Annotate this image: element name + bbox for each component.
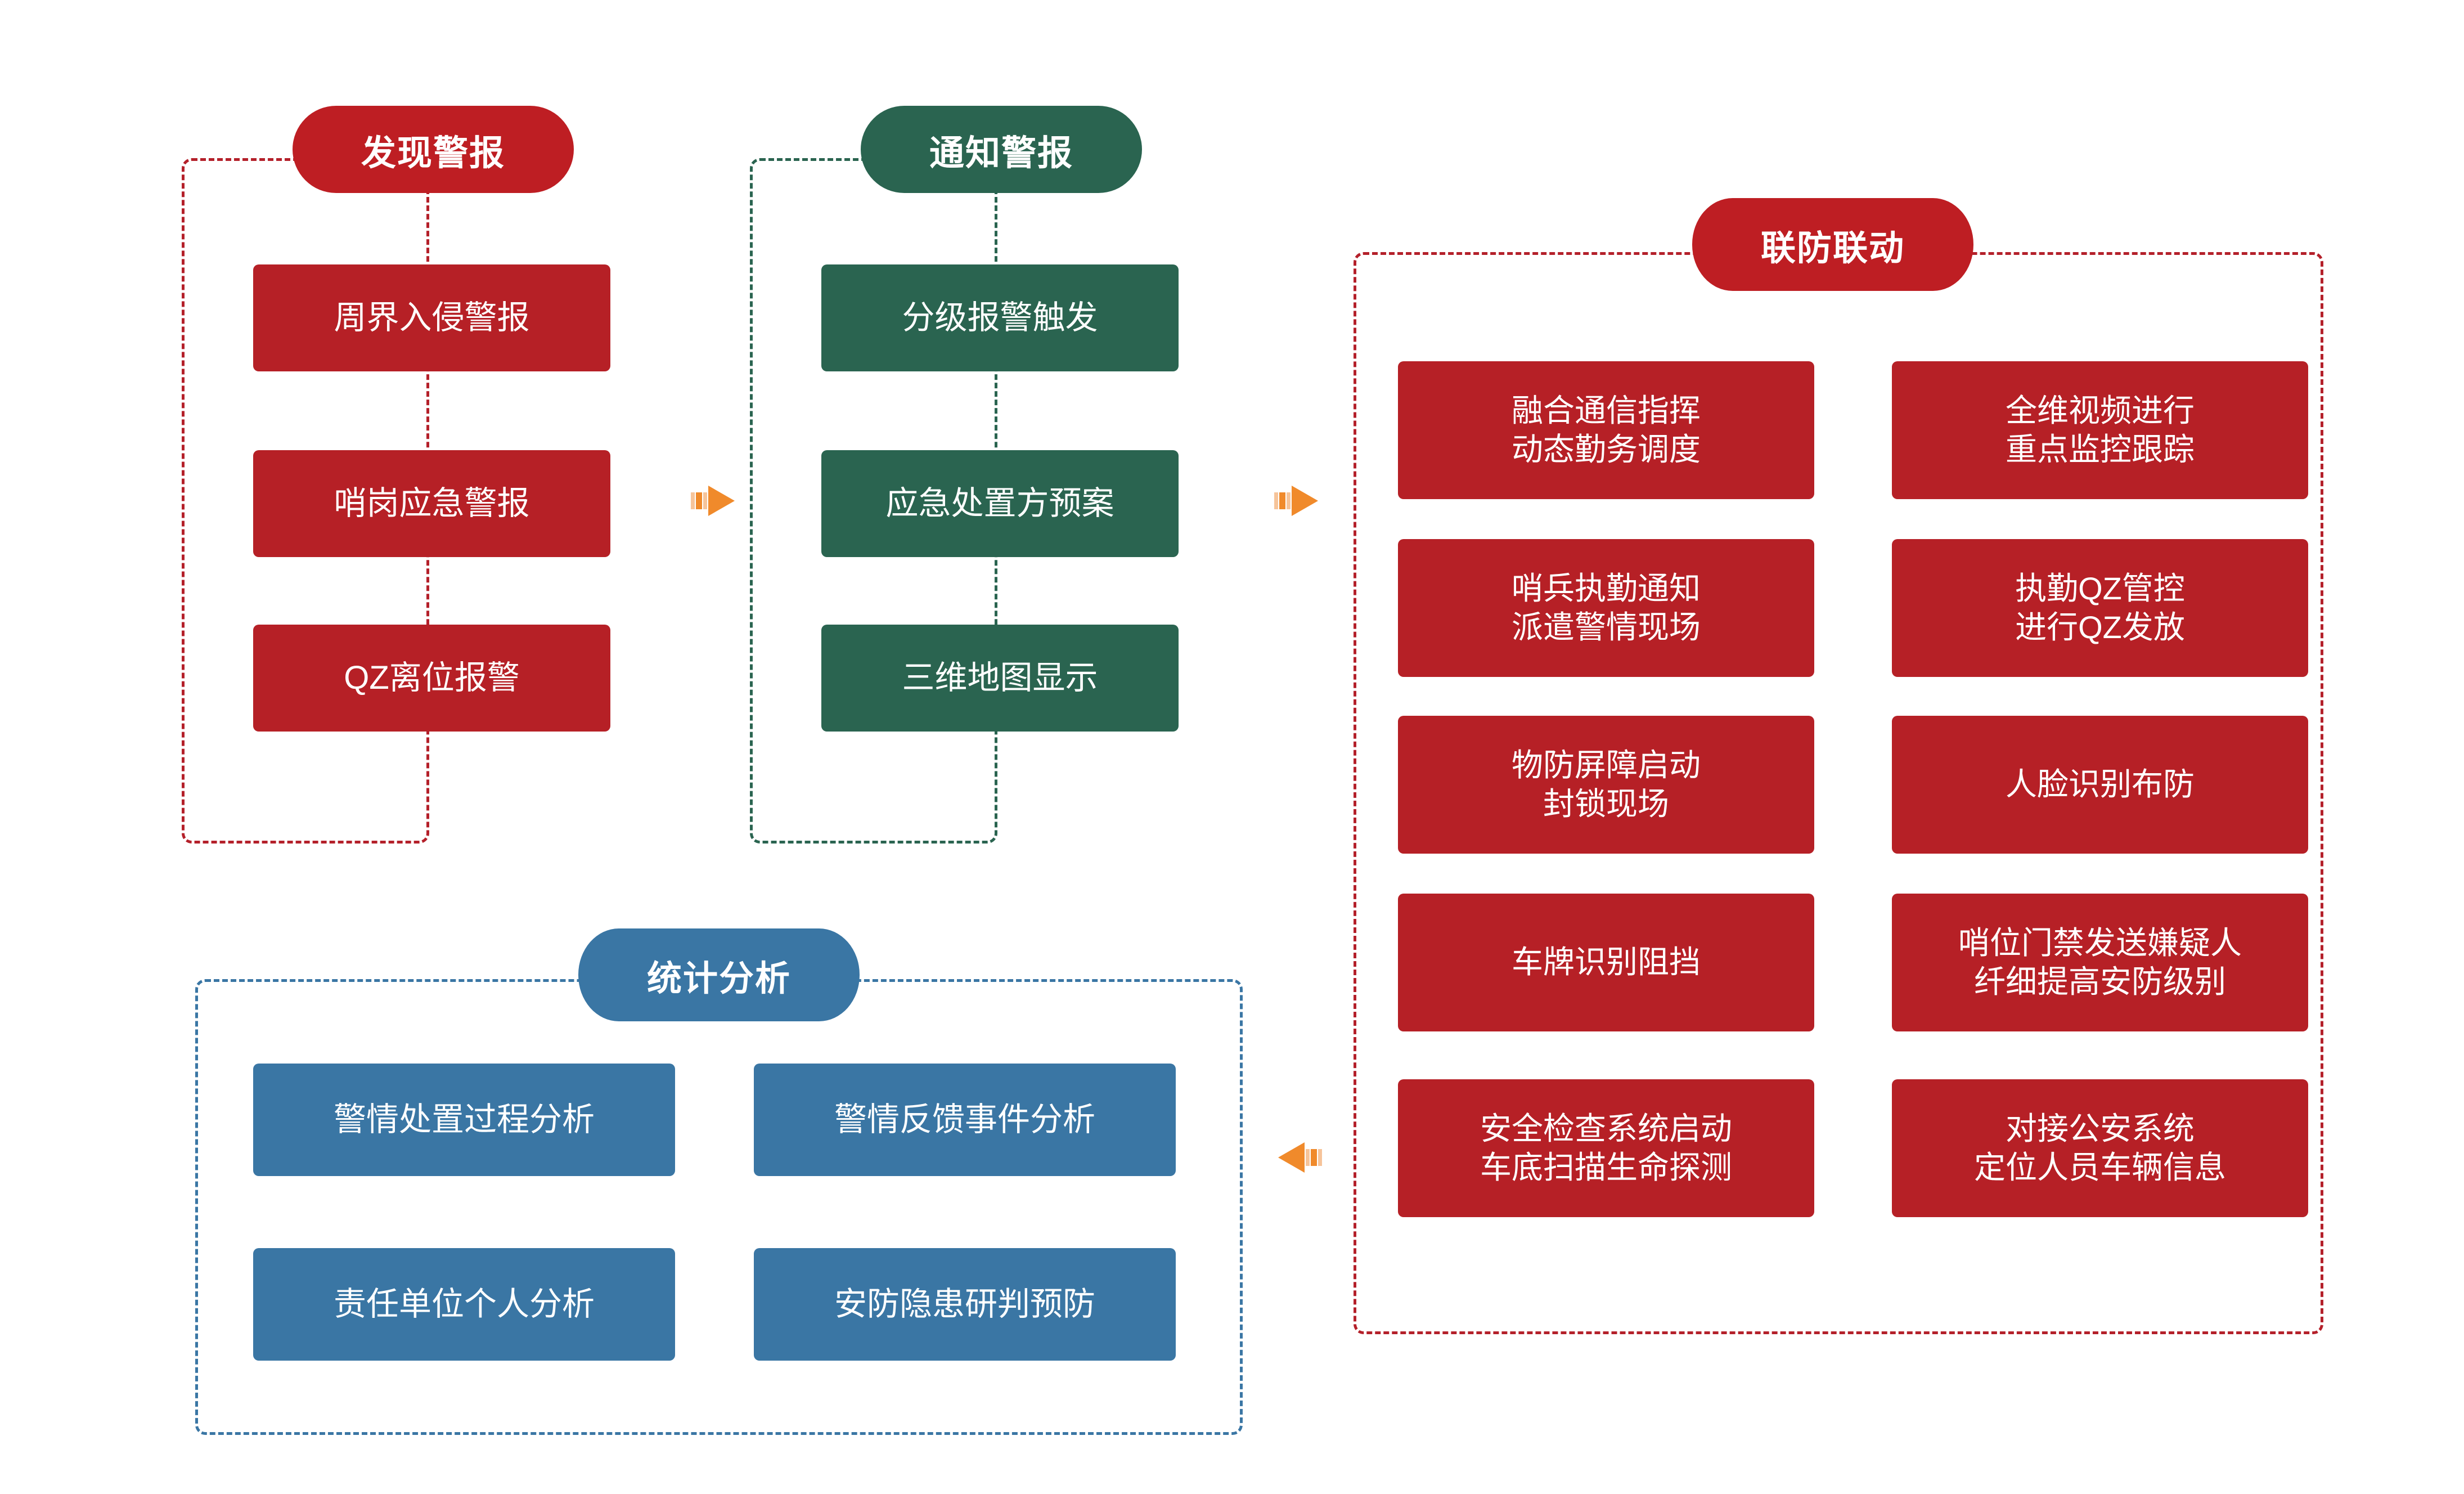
item-box-emergency-response-plan[interactable]: 应急处置方预案 bbox=[821, 450, 1179, 557]
item-box-physical-barrier-lockdown[interactable]: 物防屏障启动 封锁现场 bbox=[1398, 716, 1814, 854]
item-box-public-security-integration[interactable]: 对接公安系统 定位人员车辆信息 bbox=[1892, 1079, 2308, 1217]
item-box-license-plate-blocking[interactable]: 车牌识别阻挡 bbox=[1398, 894, 1814, 1031]
item-box-fusion-communication-command[interactable]: 融合通信指挥 动态勤务调度 bbox=[1398, 361, 1814, 499]
item-box-duty-qz-control[interactable]: 执勤QZ管控 进行QZ发放 bbox=[1892, 539, 2308, 677]
item-box-security-risk-prevention-analysis[interactable]: 安防隐患研判预防 bbox=[754, 1248, 1176, 1361]
arrow-right-icon-discover-to-notify bbox=[691, 480, 741, 522]
item-box-3d-map-display[interactable]: 三维地图显示 bbox=[821, 625, 1179, 732]
item-box-perimeter-intrusion-alarm[interactable]: 周界入侵警报 bbox=[253, 264, 610, 371]
item-box-incident-feedback-event-analysis[interactable]: 警情反馈事件分析 bbox=[754, 1064, 1176, 1176]
item-box-qz-offpost-alarm[interactable]: QZ离位报警 bbox=[253, 625, 610, 732]
arrow-left-icon-joint-to-statistics bbox=[1271, 1137, 1322, 1178]
group-panel-statistics-analysis bbox=[195, 979, 1243, 1435]
item-box-gate-suspect-alert[interactable]: 哨位门禁发送嫌疑人 纤细提高安防级别 bbox=[1892, 894, 2308, 1031]
item-box-incident-handling-process-analysis[interactable]: 警情处置过程分析 bbox=[253, 1064, 675, 1176]
group-title-discover-alarm: 发现警报 bbox=[293, 106, 574, 193]
item-box-omnidirectional-video-tracking[interactable]: 全维视频进行 重点监控跟踪 bbox=[1892, 361, 2308, 499]
item-box-sentry-emergency-alarm[interactable]: 哨岗应急警报 bbox=[253, 450, 610, 557]
arrow-right-icon-notify-to-joint bbox=[1274, 480, 1325, 522]
group-title-joint-defense: 联防联动 bbox=[1692, 198, 1973, 291]
group-title-notify-alarm: 通知警报 bbox=[861, 106, 1142, 193]
item-box-responsible-unit-individual-analysis[interactable]: 责任单位个人分析 bbox=[253, 1248, 675, 1361]
item-box-graded-alarm-trigger[interactable]: 分级报警触发 bbox=[821, 264, 1179, 371]
group-title-statistics-analysis: 统计分析 bbox=[578, 928, 860, 1021]
item-box-security-check-system[interactable]: 安全检查系统启动 车底扫描生命探测 bbox=[1398, 1079, 1814, 1217]
item-box-sentry-duty-notification[interactable]: 哨兵执勤通知 派遣警情现场 bbox=[1398, 539, 1814, 677]
item-box-face-recognition-deployment[interactable]: 人脸识别布防 bbox=[1892, 716, 2308, 854]
